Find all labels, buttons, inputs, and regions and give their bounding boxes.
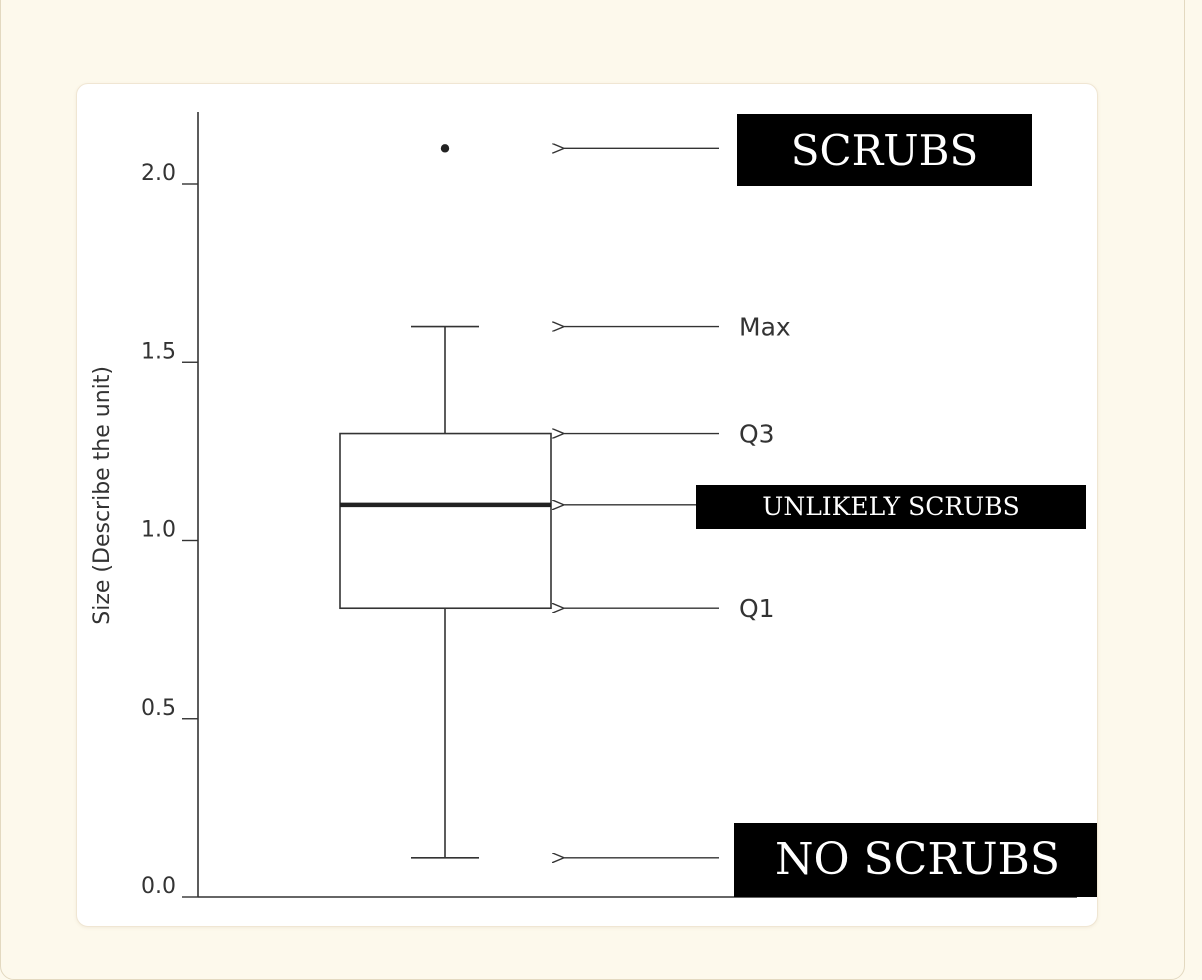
q1-label: Q1	[739, 594, 775, 623]
max-label: Max	[739, 313, 791, 342]
outlier-point	[440, 144, 450, 153]
y-tick-label: 1.0	[141, 518, 176, 543]
min-label-box: NO SCRUBS	[734, 822, 1097, 897]
q3-label: Q3	[739, 420, 775, 449]
y-tick-label: 0.5	[141, 696, 176, 721]
y-tick-label: 1.5	[141, 339, 176, 364]
median-label-box: UNLIKELY SCRUBS	[696, 484, 1086, 529]
y-tick-label: 2.0	[141, 161, 176, 186]
y-tick-label: 0.0	[141, 874, 176, 899]
iqr-box	[339, 432, 552, 610]
y-axis-title: Size (Describe the unit)	[90, 366, 115, 625]
outlier-label-box: SCRUBS	[737, 114, 1032, 187]
